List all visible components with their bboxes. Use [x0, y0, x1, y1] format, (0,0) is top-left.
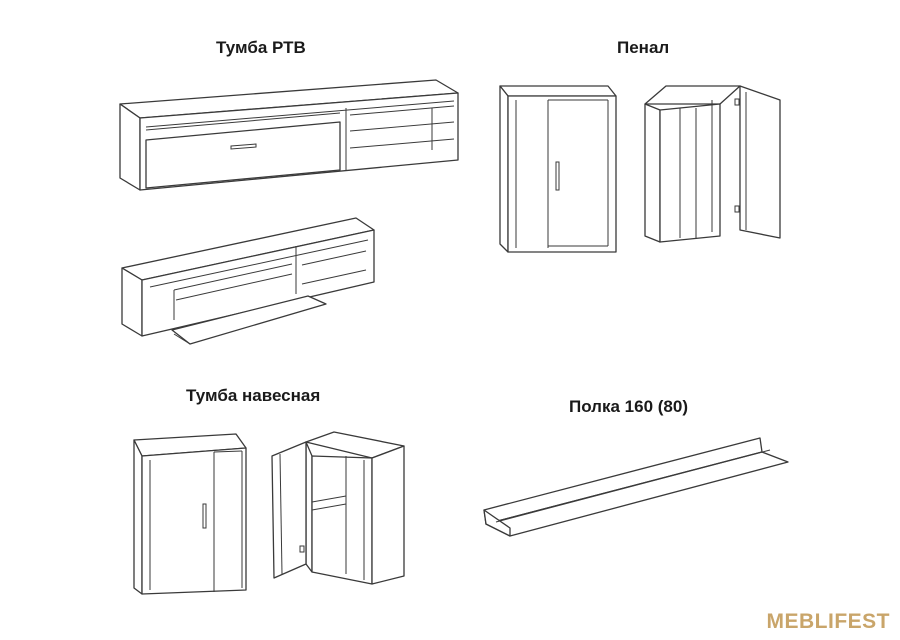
pencil-case-title: Пенал	[617, 38, 670, 57]
pencil-case-open-drawing	[644, 85, 781, 243]
tv-stand-open-drawing	[121, 217, 375, 345]
wall-cabinet-open-drawing	[271, 431, 405, 585]
shelf-drawing	[483, 437, 789, 537]
wall-cabinet-closed-drawing	[133, 433, 247, 595]
tv-stand-closed-drawing	[119, 79, 459, 191]
pencil-case-closed-drawing	[499, 85, 617, 253]
shelf-title: Полка 160 (80)	[569, 397, 688, 416]
brand-logo: MEBLIFEST	[766, 610, 890, 633]
wall-cabinet-title: Тумба навесная	[186, 386, 321, 405]
tv-stand-title: Тумба РТВ	[216, 38, 306, 57]
